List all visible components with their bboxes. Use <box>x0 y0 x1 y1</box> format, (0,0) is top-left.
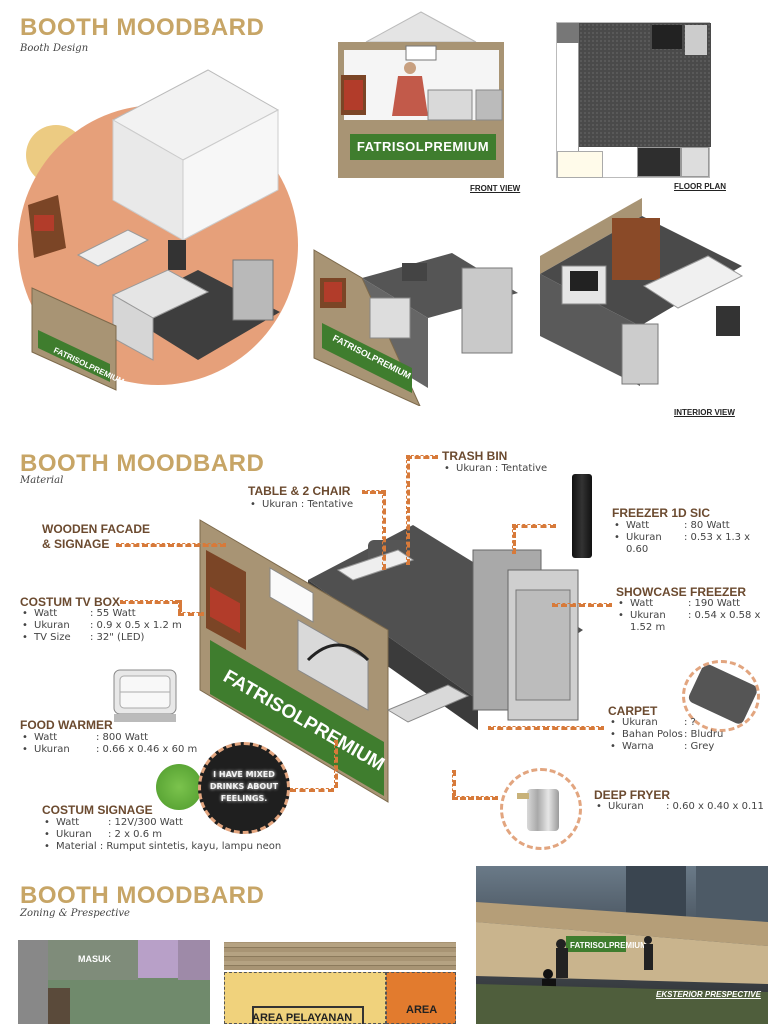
area-label: AREA <box>406 1004 438 1016</box>
tv-box-spec-watt: Watt: 55 Watt <box>22 608 212 620</box>
carpet-spec-warna: Warna: Grey <box>610 741 760 753</box>
connector-freezer <box>512 524 556 528</box>
tv-box-spec-tvsize: TV Size: 32" (LED) <box>22 632 212 644</box>
showcase-spec-ukuran: Ukuran: 0.54 x 0.58 x 1.52 m <box>618 610 764 634</box>
floor-plan-drawing <box>556 22 711 178</box>
food-warmer-spec-ukuran: Ukuran: 0.66 x 0.46 x 60 m <box>22 744 212 756</box>
deep-fryer-image <box>500 768 582 850</box>
section3-subtitle: Zoning & Prespective <box>20 908 130 919</box>
deep-fryer-name: DEEP FRYER <box>594 788 671 802</box>
freezer-specs: Watt: 80 Watt Ukuran: 0.53 x 1.3 x 0.60 <box>614 520 764 556</box>
food-warmer-image <box>110 664 182 726</box>
food-warmer-spec-watt: Watt: 800 Watt <box>22 732 212 744</box>
carpet-spec-bahan: Bahan Polos: Bludru <box>610 729 760 741</box>
front-view-render: FATRISOLPREMIUM <box>336 10 506 182</box>
connector-wooden-facade <box>116 543 226 547</box>
front-view-signage: FATRISOLPREMIUM <box>350 134 496 160</box>
showcase-specs: Watt: 190 Watt Ukuran: 0.54 x 0.58 x 1.5… <box>618 598 764 634</box>
connector-tv-box <box>120 600 178 604</box>
signage-spec-watt: Watt: 12V/300 Watt <box>44 817 344 829</box>
connector-deep-fryer-v <box>452 770 456 796</box>
grass-sample-image <box>156 764 202 810</box>
floor-plan-caption: FLOOR PLAN <box>674 182 726 191</box>
connector-tv-box-v <box>178 600 182 612</box>
connector-freezer-v <box>512 524 516 554</box>
deep-fryer-spec-ukuran: Ukuran: 0.60 x 0.40 x 0.11 <box>596 801 764 813</box>
tv-box-spec-ukuran: Ukuran: 0.9 x 0.5 x 1.2 m <box>22 620 212 632</box>
connector-showcase <box>552 603 612 607</box>
signage-name: COSTUM SIGNAGE <box>42 803 153 817</box>
connector-carpet <box>488 726 604 730</box>
connector-table-v <box>382 490 386 570</box>
freezer-spec-watt: Watt: 80 Watt <box>614 520 764 532</box>
masuk-label: MASUK <box>78 954 111 964</box>
signage-spec-material: Material : Rumput sintetis, kayu, lampu … <box>44 841 344 853</box>
material-booth-illustration: FATRISOLPREMIUM <box>198 510 588 806</box>
wooden-facade-name-line1: WOODEN FACADE <box>42 522 150 536</box>
interior-view-caption: INTERIOR VIEW <box>674 408 735 417</box>
exterior-perspective-render: FATRISOLPREMIUM EKSTERIOR PRESPECTIVE <box>476 866 768 1024</box>
section1-title: BOOTH MOODBARD <box>20 14 265 41</box>
connector-trash-bin <box>406 455 438 459</box>
table-chair-name: TABLE & 2 CHAIR <box>248 484 351 498</box>
connector-tv-box-h2 <box>178 612 204 616</box>
wooden-facade-name-line2: & SIGNAGE <box>42 537 110 551</box>
trash-bin-name: TRASH BIN <box>442 449 508 463</box>
connector-deep-fryer <box>452 796 498 800</box>
tv-box-name: COSTUM TV BOX <box>20 595 121 609</box>
front-view-caption: FRONT VIEW <box>470 184 521 193</box>
tv-box-specs: Watt: 55 Watt Ukuran: 0.9 x 0.5 x 1.2 m … <box>22 608 212 644</box>
connector-table <box>362 490 384 494</box>
table-chair-spec-ukuran: Ukuran : Tentative <box>250 499 353 511</box>
svg-text:FATRISOLPREMIUM: FATRISOLPREMIUM <box>570 941 647 950</box>
exterior-caption: EKSTERIOR PRESPECTIVE <box>656 990 761 999</box>
showcase-spec-watt: Watt: 190 Watt <box>618 598 764 610</box>
freezer-name: FREEZER 1D SIC <box>612 506 711 520</box>
trash-bin-specs: Ukuran : Tentative <box>444 463 547 475</box>
connector-trash-bin-v <box>406 455 410 565</box>
food-warmer-specs: Watt: 800 Watt Ukuran: 0.66 x 0.46 x 60 … <box>22 732 212 756</box>
interior-view-render-left: FATRISOLPREMIUM <box>312 248 520 408</box>
zoning-plan-middle: AREA PELAYANAN AREA <box>224 942 456 1024</box>
freezer-product-image <box>572 474 592 558</box>
connector-signage <box>290 788 334 792</box>
carpet-name: CARPET <box>608 704 658 718</box>
isometric-booth-illustration: FATRISOLPREMIUM <box>18 60 308 400</box>
freezer-spec-ukuran: Ukuran: 0.53 x 1.3 x 0.60 <box>614 532 764 556</box>
signage-spec-ukuran: Ukuran: 2 x 0.6 m <box>44 829 344 841</box>
zoning-plan-left: MASUK <box>18 940 210 1024</box>
carpet-spec-ukuran: Ukuran: ? <box>610 717 760 729</box>
area-pelayanan-label: AREA PELAYANAN <box>252 1012 353 1024</box>
carpet-specs: Ukuran: ? Bahan Polos: Bludru Warna: Gre… <box>610 717 760 753</box>
interior-view-render-right <box>538 196 744 388</box>
showcase-name: SHOWCASE FREEZER <box>616 585 747 599</box>
section2-subtitle: Material <box>20 475 64 486</box>
neon-sign-text: I HAVE MIXED DRINKS ABOUT FEELINGS. <box>209 770 279 803</box>
deep-fryer-specs: Ukuran: 0.60 x 0.40 x 0.11 <box>596 801 764 813</box>
connector-signage-v <box>334 740 338 788</box>
signage-specs: Watt: 12V/300 Watt Ukuran: 2 x 0.6 m Mat… <box>44 817 344 853</box>
section1-subtitle: Booth Design <box>20 43 89 54</box>
food-warmer-name: FOOD WARMER <box>20 718 113 732</box>
section2-title: BOOTH MOODBARD <box>20 450 265 477</box>
section3-title: BOOTH MOODBARD <box>20 882 265 909</box>
table-chair-specs: Ukuran : Tentative <box>250 499 353 511</box>
trash-bin-spec-ukuran: Ukuran : Tentative <box>444 463 547 475</box>
